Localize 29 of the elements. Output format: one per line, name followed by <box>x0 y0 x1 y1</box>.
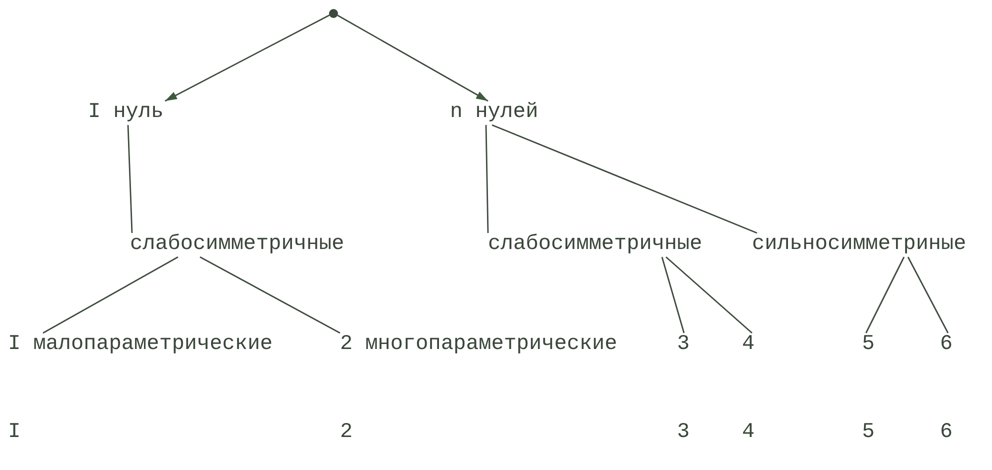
row-number: 6 <box>940 421 953 445</box>
node-label: I нуль <box>88 101 164 125</box>
row-number: 5 <box>862 421 875 445</box>
connector-line <box>492 124 758 234</box>
node-label: n нулей <box>450 101 538 125</box>
root-dot <box>329 8 338 18</box>
node-label: слабосимметричные <box>488 233 702 257</box>
node-label: I малопараметрические <box>8 333 273 357</box>
node-label: 6 <box>940 333 953 357</box>
node-label: 2 многопараметрические <box>340 333 618 357</box>
connector-line <box>666 256 752 334</box>
row-number: 4 <box>742 421 755 445</box>
node-label: сильносимметриные <box>752 233 966 257</box>
arrow <box>164 14 330 102</box>
row-number: 2 <box>340 421 353 445</box>
connector-line <box>42 256 178 334</box>
row-number: I <box>8 421 21 445</box>
row-number: 3 <box>677 421 690 445</box>
node-label: 4 <box>742 333 755 357</box>
node-label: 5 <box>862 333 875 357</box>
node-label: 3 <box>677 333 690 357</box>
connector-line <box>485 124 489 234</box>
node-label: слабосимметричные <box>130 233 344 257</box>
arrow <box>337 14 488 102</box>
connector-line <box>200 256 340 334</box>
connector-line <box>865 256 905 334</box>
connector-line <box>127 124 133 234</box>
connector-line <box>907 256 949 334</box>
connector-line <box>661 256 685 334</box>
